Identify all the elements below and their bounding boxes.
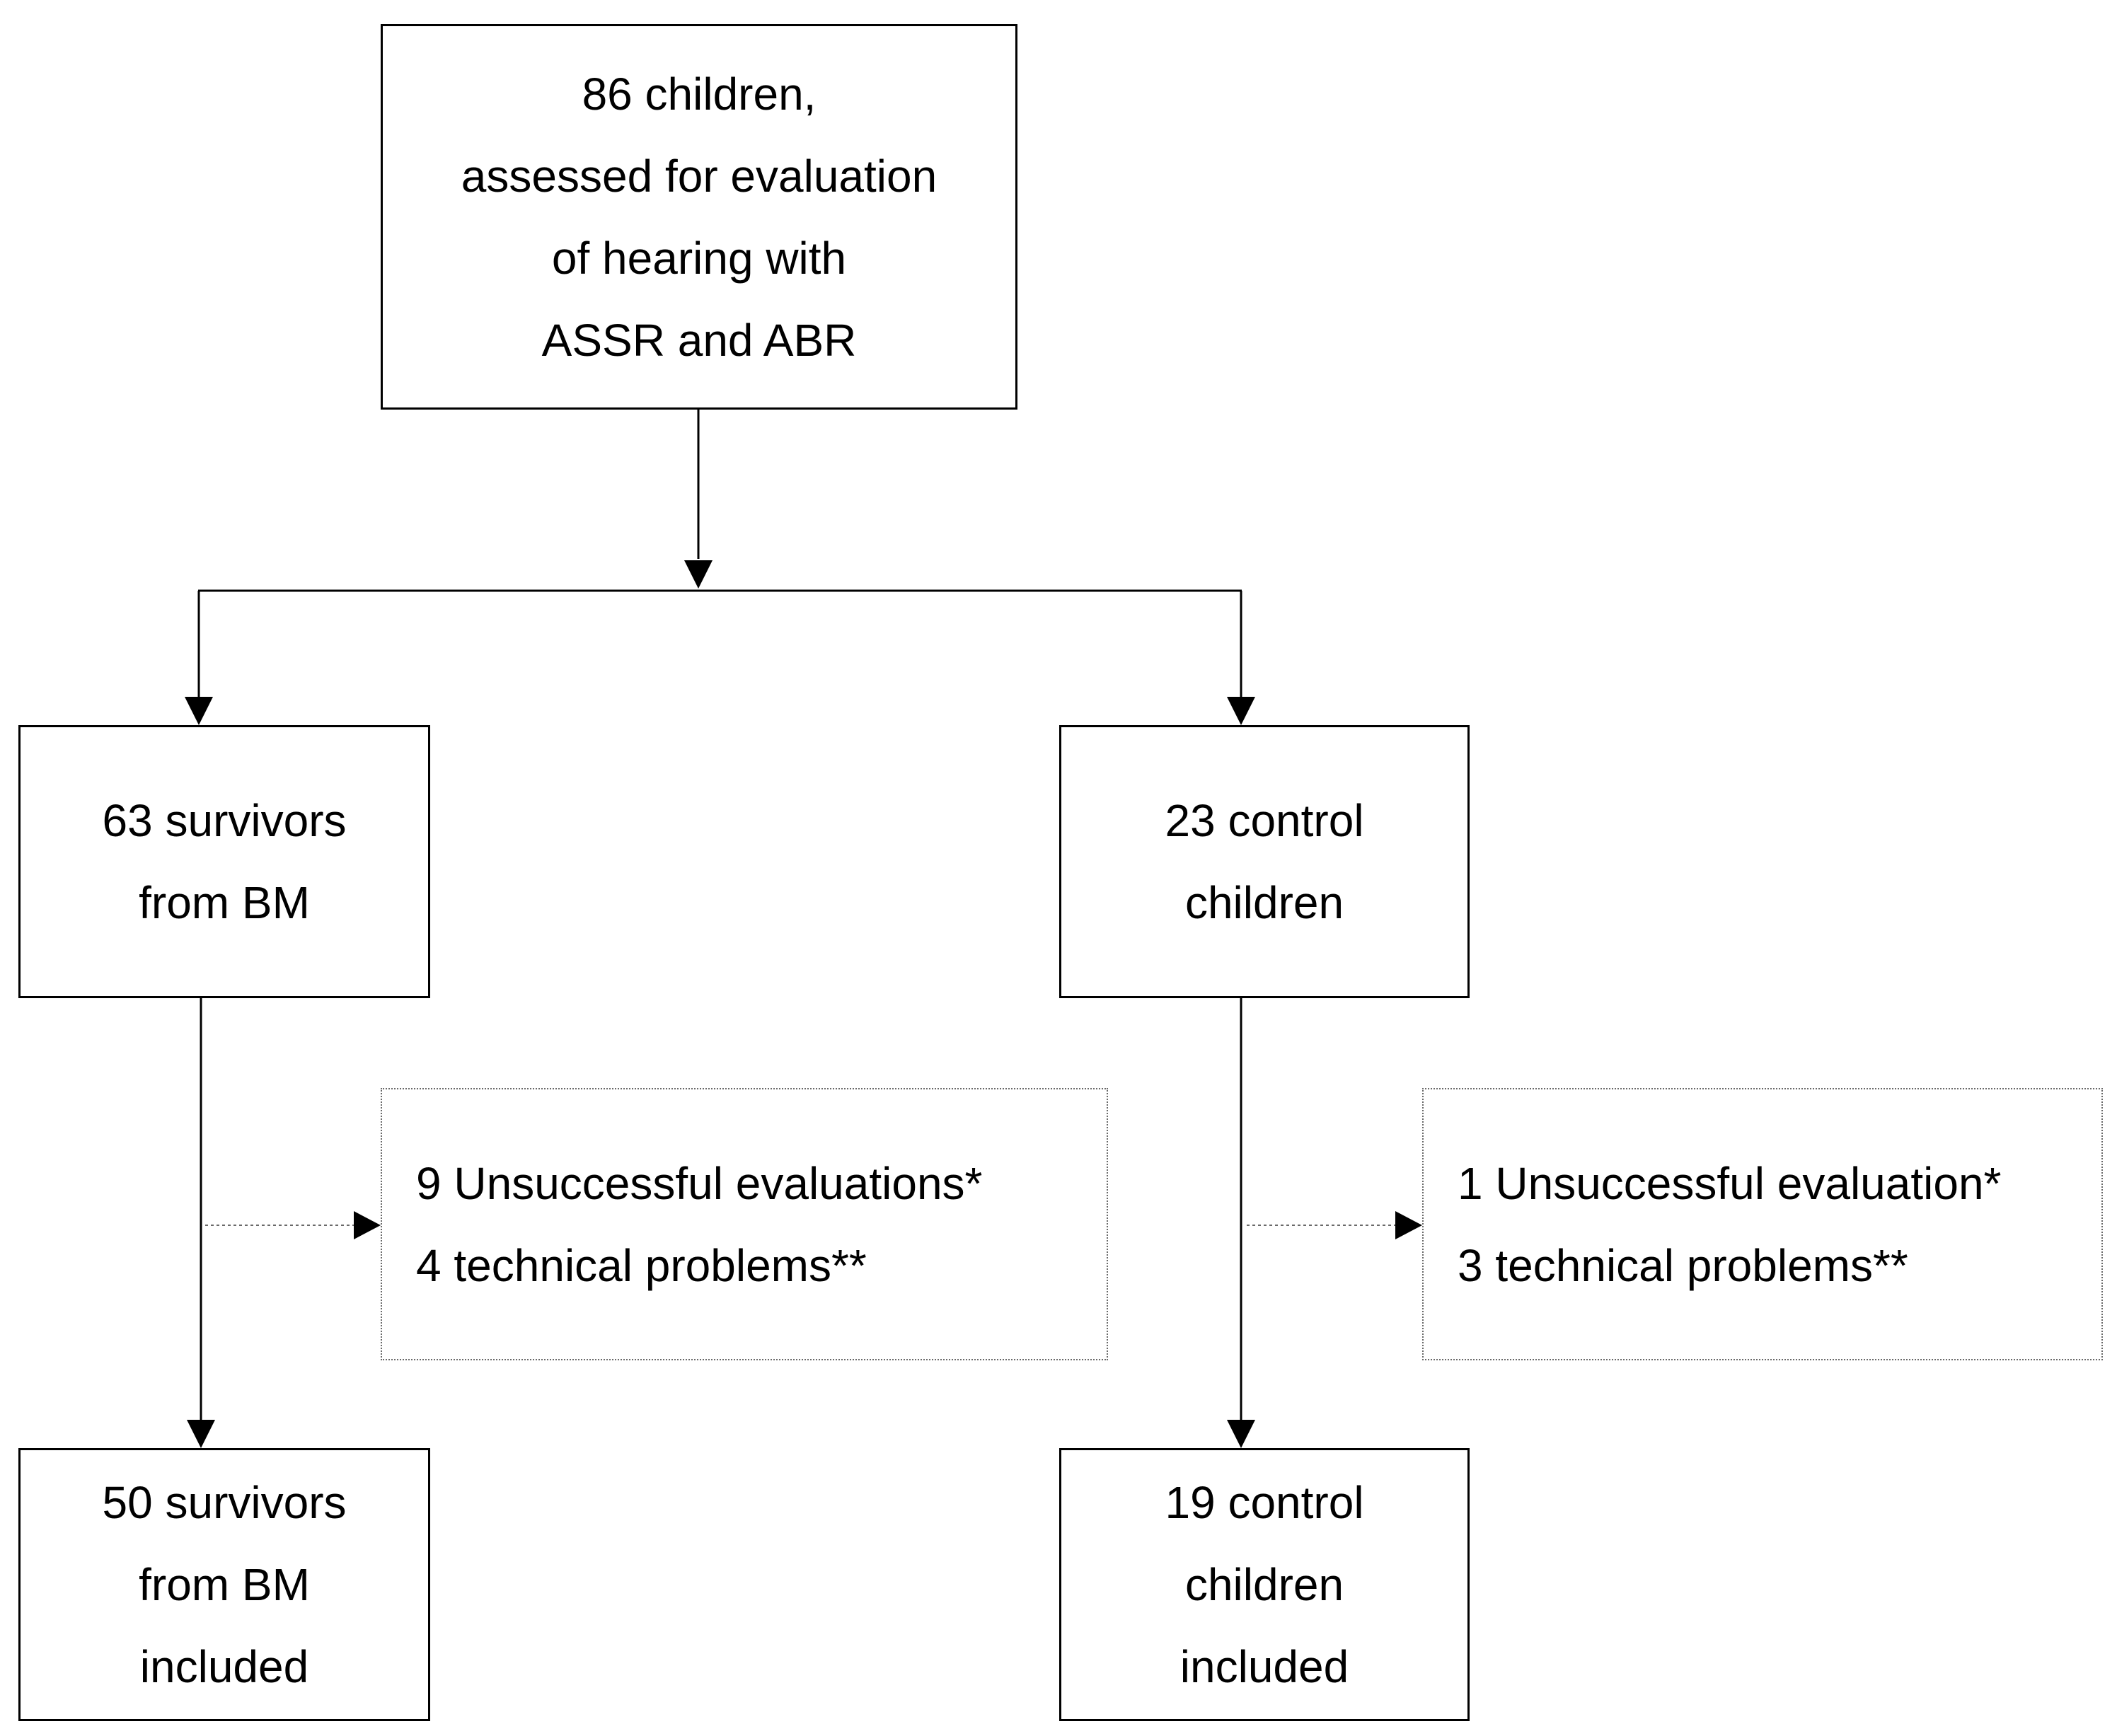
arrowhead-control: [1227, 697, 1255, 725]
arrowhead-control-excluded: [1395, 1211, 1422, 1239]
node-control-children: 23 control children: [1059, 725, 1470, 998]
node-bm-included-line-3: included: [139, 1641, 309, 1692]
arrowhead-bm-excluded: [354, 1211, 381, 1239]
node-control-included-line-3: included: [1179, 1641, 1349, 1692]
node-start-line-4: ASSR and ABR: [541, 314, 857, 366]
arrowhead-bm-included: [187, 1420, 215, 1448]
node-bm-included-line-1: 50 survivors: [102, 1477, 347, 1528]
node-control-excluded-line-2: 3 technical problems**: [1458, 1239, 1908, 1291]
node-bm-survivors: 63 survivors from BM: [18, 725, 430, 998]
node-control-included-line-1: 19 control: [1165, 1477, 1364, 1528]
node-control-included: 19 control children included: [1059, 1448, 1470, 1721]
arrowhead-control-included: [1227, 1420, 1255, 1448]
node-start-line-1: 86 children,: [582, 68, 817, 120]
node-bm-excluded-line-2: 4 technical problems**: [416, 1239, 867, 1291]
node-control-excluded-line-1: 1 Unsuccessful evaluation*: [1458, 1157, 2002, 1209]
node-start: 86 children, assessed for evaluation of …: [381, 24, 1017, 410]
node-control-excluded: 1 Unsuccessful evaluation* 3 technical p…: [1422, 1088, 2103, 1360]
node-bm-line-2: from BM: [139, 877, 310, 928]
arrowhead-trunk: [684, 560, 713, 589]
node-bm-excluded-line-1: 9 Unsuccessful evaluations*: [416, 1157, 983, 1209]
node-bm-line-1: 63 survivors: [102, 795, 347, 846]
arrowhead-bm: [185, 697, 213, 725]
node-bm-included-line-2: from BM: [139, 1559, 310, 1610]
node-bm-included: 50 survivors from BM included: [18, 1448, 430, 1721]
node-start-line-2: assessed for evaluation: [461, 150, 938, 202]
node-control-line-2: children: [1184, 877, 1344, 928]
node-control-line-1: 23 control: [1165, 795, 1364, 846]
node-start-line-3: of hearing with: [551, 232, 847, 284]
node-bm-excluded: 9 Unsuccessful evaluations* 4 technical …: [381, 1088, 1108, 1360]
node-control-included-line-2: children: [1184, 1559, 1344, 1610]
